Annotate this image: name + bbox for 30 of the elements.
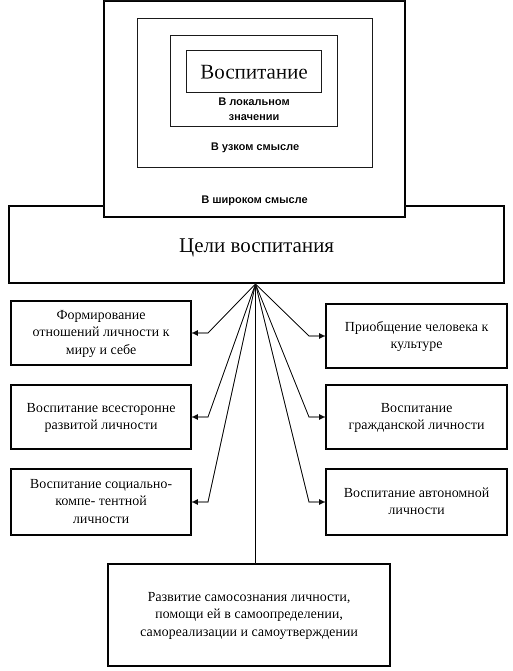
box-label: Развитие самосознания личности, помощи ей в самоопределении, самореализации и самоутверждении xyxy=(139,588,359,642)
frame-box xyxy=(186,50,322,93)
connector-line xyxy=(255,284,326,505)
frame-box xyxy=(137,18,373,168)
goal-box xyxy=(10,468,192,536)
box-label: Приобщение человека к культуре xyxy=(344,318,490,354)
goal-box xyxy=(325,303,508,369)
frame-box xyxy=(103,0,406,218)
box-label: В узком смысле xyxy=(210,141,300,153)
box-label: В широком смысле xyxy=(200,194,309,206)
box-label: Воспитание гражданской личности xyxy=(348,400,486,434)
connector-line xyxy=(255,284,326,339)
box-label: Цели воспитания xyxy=(178,233,335,258)
goal-box xyxy=(10,384,192,450)
connector-line xyxy=(192,284,256,420)
box-label: В локальном значении xyxy=(217,95,291,124)
frame-box xyxy=(170,35,338,127)
box-label: Формирование отношений личности к миру и себе xyxy=(32,306,170,360)
box-label: Воспитание всесторонне развитой личности xyxy=(26,400,176,434)
goal-box xyxy=(325,384,508,450)
goal-box xyxy=(10,300,192,366)
box-label: Воспитание автономной личности xyxy=(342,484,490,520)
connector-line xyxy=(192,284,256,336)
goal-box xyxy=(8,205,505,284)
connector-line xyxy=(255,284,256,564)
box-label: Воспитание социально-компе- тентной личности xyxy=(28,476,174,528)
goal-box xyxy=(325,468,508,536)
box-label: Воспитание xyxy=(199,59,309,84)
goal-box xyxy=(107,563,391,667)
connector-line xyxy=(255,284,326,420)
